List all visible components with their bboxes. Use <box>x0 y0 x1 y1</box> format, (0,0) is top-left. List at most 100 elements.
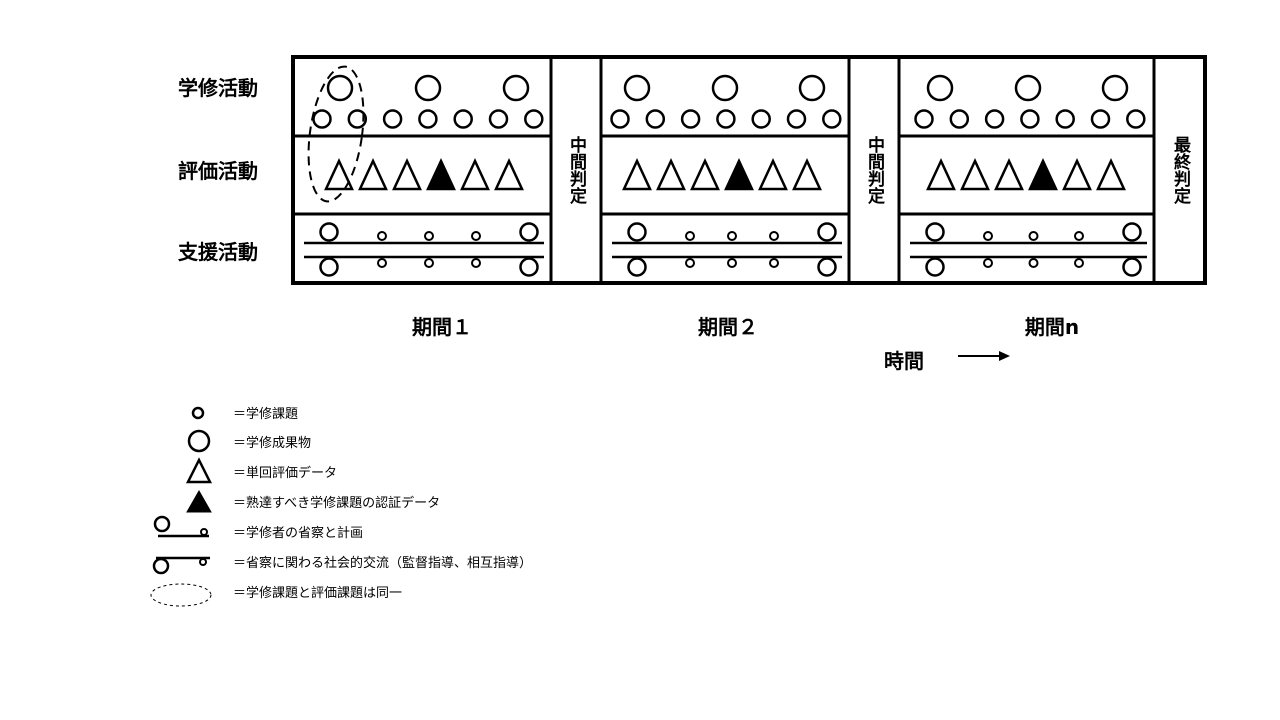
small-circle-icon <box>984 109 1005 129</box>
exchange-circle-icon <box>925 257 945 277</box>
reflection-circle-icon <box>1122 222 1142 242</box>
small-reflection-icon <box>471 231 481 241</box>
small-exchange-icon <box>983 258 993 268</box>
social-exchange-icon <box>152 556 210 575</box>
small-circle-icon <box>524 109 544 129</box>
period-label-n: 期間n <box>1025 315 1079 339</box>
row-label-learning: 学修活動 <box>178 76 258 100</box>
reflection-circle-icon <box>519 222 539 242</box>
judgment-label-2: 中間判定 <box>864 135 885 205</box>
large-circle-icon <box>623 74 651 102</box>
same-task-dashed-ellipse <box>307 65 365 203</box>
legend-text-5: ＝学修者の省察と計画 <box>233 525 363 541</box>
triangle-filled-icon <box>426 158 456 191</box>
triangle-filled-icon <box>1028 158 1058 191</box>
legend-text-7: ＝学修課題と評価課題は同一 <box>233 585 402 601</box>
small-circle-icon <box>786 109 807 129</box>
triangle-outline-icon <box>494 158 524 191</box>
dashed-ellipse-icon <box>150 583 212 607</box>
exchange-circle-icon <box>519 257 539 277</box>
reflection-plan-icon <box>153 515 209 538</box>
small-reflection-icon <box>685 231 695 241</box>
small-exchange-icon <box>377 258 387 268</box>
triangle-filled-icon <box>186 489 212 513</box>
small-circle-icon <box>191 406 205 420</box>
period-label-1: 期間１ <box>412 315 472 339</box>
small-circle-icon <box>488 109 509 129</box>
triangle-outline-icon <box>392 158 422 191</box>
large-circle-icon <box>502 74 530 102</box>
time-label: 時間 <box>884 349 924 373</box>
small-reflection-icon <box>983 231 993 241</box>
column-dividers <box>549 57 1156 283</box>
exchange-circle-icon <box>817 257 837 277</box>
small-circle-icon <box>716 109 736 129</box>
small-reflection-icon <box>727 231 737 241</box>
time-arrow-icon <box>958 351 1010 361</box>
legend-text-6: ＝省察に関わる社会的交流（監督指導、相互指導） <box>233 555 532 571</box>
reflection-circle-icon <box>817 222 837 242</box>
small-circle-icon <box>822 109 842 129</box>
small-circle-icon <box>645 109 666 129</box>
small-reflection-icon <box>424 231 434 241</box>
legend-text-3: ＝単回評価データ <box>233 465 337 481</box>
small-circle-icon <box>453 109 473 129</box>
exchange-circle-icon <box>319 257 339 277</box>
period-2-block <box>610 74 842 277</box>
large-circle-icon <box>711 74 739 102</box>
triangle-outline-icon <box>324 158 354 191</box>
triangle-filled-icon <box>724 158 754 191</box>
diagram-frame <box>291 55 1207 285</box>
small-circle-icon <box>382 109 403 129</box>
triangle-outline-icon <box>758 158 788 191</box>
triangle-outline-icon <box>960 158 990 191</box>
judgment-label-final: 最終判定 <box>1170 136 1191 205</box>
large-circle-icon <box>798 74 826 102</box>
period-n-block <box>910 74 1147 277</box>
legend-text-1: ＝学修課題 <box>233 406 298 422</box>
small-exchange-icon <box>685 258 695 268</box>
small-exchange-icon <box>471 258 481 268</box>
judgment-label-1: 中間判定 <box>566 135 587 205</box>
row-dividers <box>293 134 1154 216</box>
small-circle-icon <box>610 109 630 129</box>
exchange-circle-icon <box>627 257 647 277</box>
legend <box>150 406 213 607</box>
small-exchange-icon <box>424 258 434 268</box>
small-reflection-icon <box>769 231 779 241</box>
small-exchange-icon <box>1028 258 1039 268</box>
triangle-outline-icon <box>994 158 1024 191</box>
small-reflection-icon <box>1028 231 1039 241</box>
reflection-circle-icon <box>319 222 339 242</box>
large-circle-icon <box>326 74 354 102</box>
small-exchange-icon <box>727 258 737 268</box>
triangle-outline-icon <box>185 457 213 484</box>
small-circle-icon <box>914 109 934 129</box>
small-circle-icon <box>1020 109 1040 129</box>
small-circle-icon <box>1090 109 1111 129</box>
legend-text-2: ＝学修成果物 <box>233 435 311 451</box>
triangle-outline-icon <box>460 158 490 191</box>
large-circle-icon <box>1101 74 1129 102</box>
triangle-outline-icon <box>622 158 652 191</box>
legend-text-4: ＝熟達すべき学修課題の認証データ <box>233 495 440 511</box>
triangle-outline-icon <box>1096 158 1126 191</box>
large-circle-icon <box>926 74 954 102</box>
triangle-outline-icon <box>656 158 686 191</box>
large-circle-icon <box>1014 74 1042 102</box>
small-reflection-icon <box>1074 231 1084 241</box>
reflection-circle-icon <box>627 222 647 242</box>
triangle-outline-icon <box>792 158 822 191</box>
row-label-evaluation: 評価活動 <box>178 159 258 183</box>
small-circle-icon <box>949 109 970 129</box>
small-circle-icon <box>680 109 701 129</box>
triangle-outline-icon <box>690 158 720 191</box>
small-circle-icon <box>1126 109 1146 129</box>
small-circle-icon <box>751 109 771 129</box>
small-exchange-icon <box>769 258 779 268</box>
row-label-support: 支援活動 <box>178 240 258 264</box>
reflection-circle-icon <box>925 222 945 242</box>
period-1-block <box>304 74 544 277</box>
large-circle-icon <box>414 74 442 102</box>
